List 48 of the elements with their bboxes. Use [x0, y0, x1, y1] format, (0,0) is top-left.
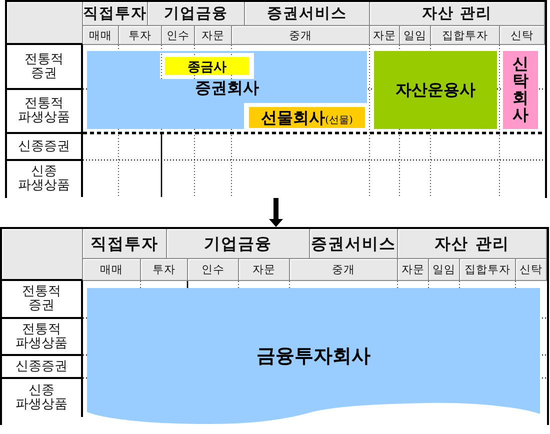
subcolumn-header: 자문 — [370, 26, 400, 45]
row-header: 전통적 증권 — [7, 45, 83, 90]
table-frame — [0, 227, 549, 425]
area-label: 자산운용사 — [396, 80, 476, 100]
subcolumn-header: 자문 — [239, 259, 290, 281]
area-note: (선물) — [325, 114, 353, 126]
subcolumn-header: 집합투자 — [460, 259, 516, 281]
area-block — [87, 51, 367, 129]
column-header: 자산 관리 — [398, 229, 547, 259]
area-label: 종금사 — [188, 60, 226, 75]
subcolumn-header: 인수 — [162, 26, 195, 45]
row-header: 전통적 파생상품 — [7, 90, 83, 134]
area-block — [165, 57, 249, 75]
arrow — [269, 198, 283, 227]
subcolumn-header: 집합투자 — [431, 26, 500, 45]
area-block — [249, 107, 365, 128]
area-block — [503, 51, 538, 129]
subcolumn-header: 중개 — [290, 259, 398, 281]
subcolumn-header: 자문 — [398, 259, 429, 281]
area-label: 금융투자회사 — [256, 344, 370, 367]
subcolumn-header: 투자 — [119, 26, 162, 45]
subcolumn-header: 인수 — [188, 259, 239, 281]
row-header: 전통적 파생상품 — [2, 319, 83, 356]
area-label: 증권회사 — [195, 78, 259, 97]
row-header: 신종증권 — [2, 356, 83, 379]
column-header: 증권서비스 — [310, 229, 398, 259]
column-header: 기업금융 — [167, 229, 310, 259]
column-header: 직접투자 — [83, 229, 167, 259]
area-label: 신탁회사 — [512, 56, 528, 124]
subcolumn-header: 매매 — [83, 26, 119, 45]
row-header: 전통적 증권 — [2, 281, 83, 319]
column-header: 기업금융 — [148, 2, 245, 26]
subcolumn-header: 신탁 — [516, 259, 547, 281]
row-header: 신종증권 — [7, 134, 83, 161]
subcolumn-header: 일임 — [429, 259, 460, 281]
column-header: 자산 관리 — [370, 2, 545, 26]
subcolumn-header: 중개 — [232, 26, 370, 45]
subcolumn-header: 매매 — [83, 259, 141, 281]
column-header: 증권서비스 — [245, 2, 370, 26]
area-block — [87, 288, 540, 424]
area-label: 선물회사 — [261, 108, 326, 127]
area-block — [374, 51, 497, 129]
subcolumn-header: 투자 — [141, 259, 188, 281]
subcolumn-header: 일임 — [400, 26, 431, 45]
subcolumn-header: 자문 — [195, 26, 232, 45]
table-frame — [5, 0, 547, 198]
column-header: 직접투자 — [83, 2, 148, 26]
subcolumn-header: 신탁 — [500, 26, 545, 45]
